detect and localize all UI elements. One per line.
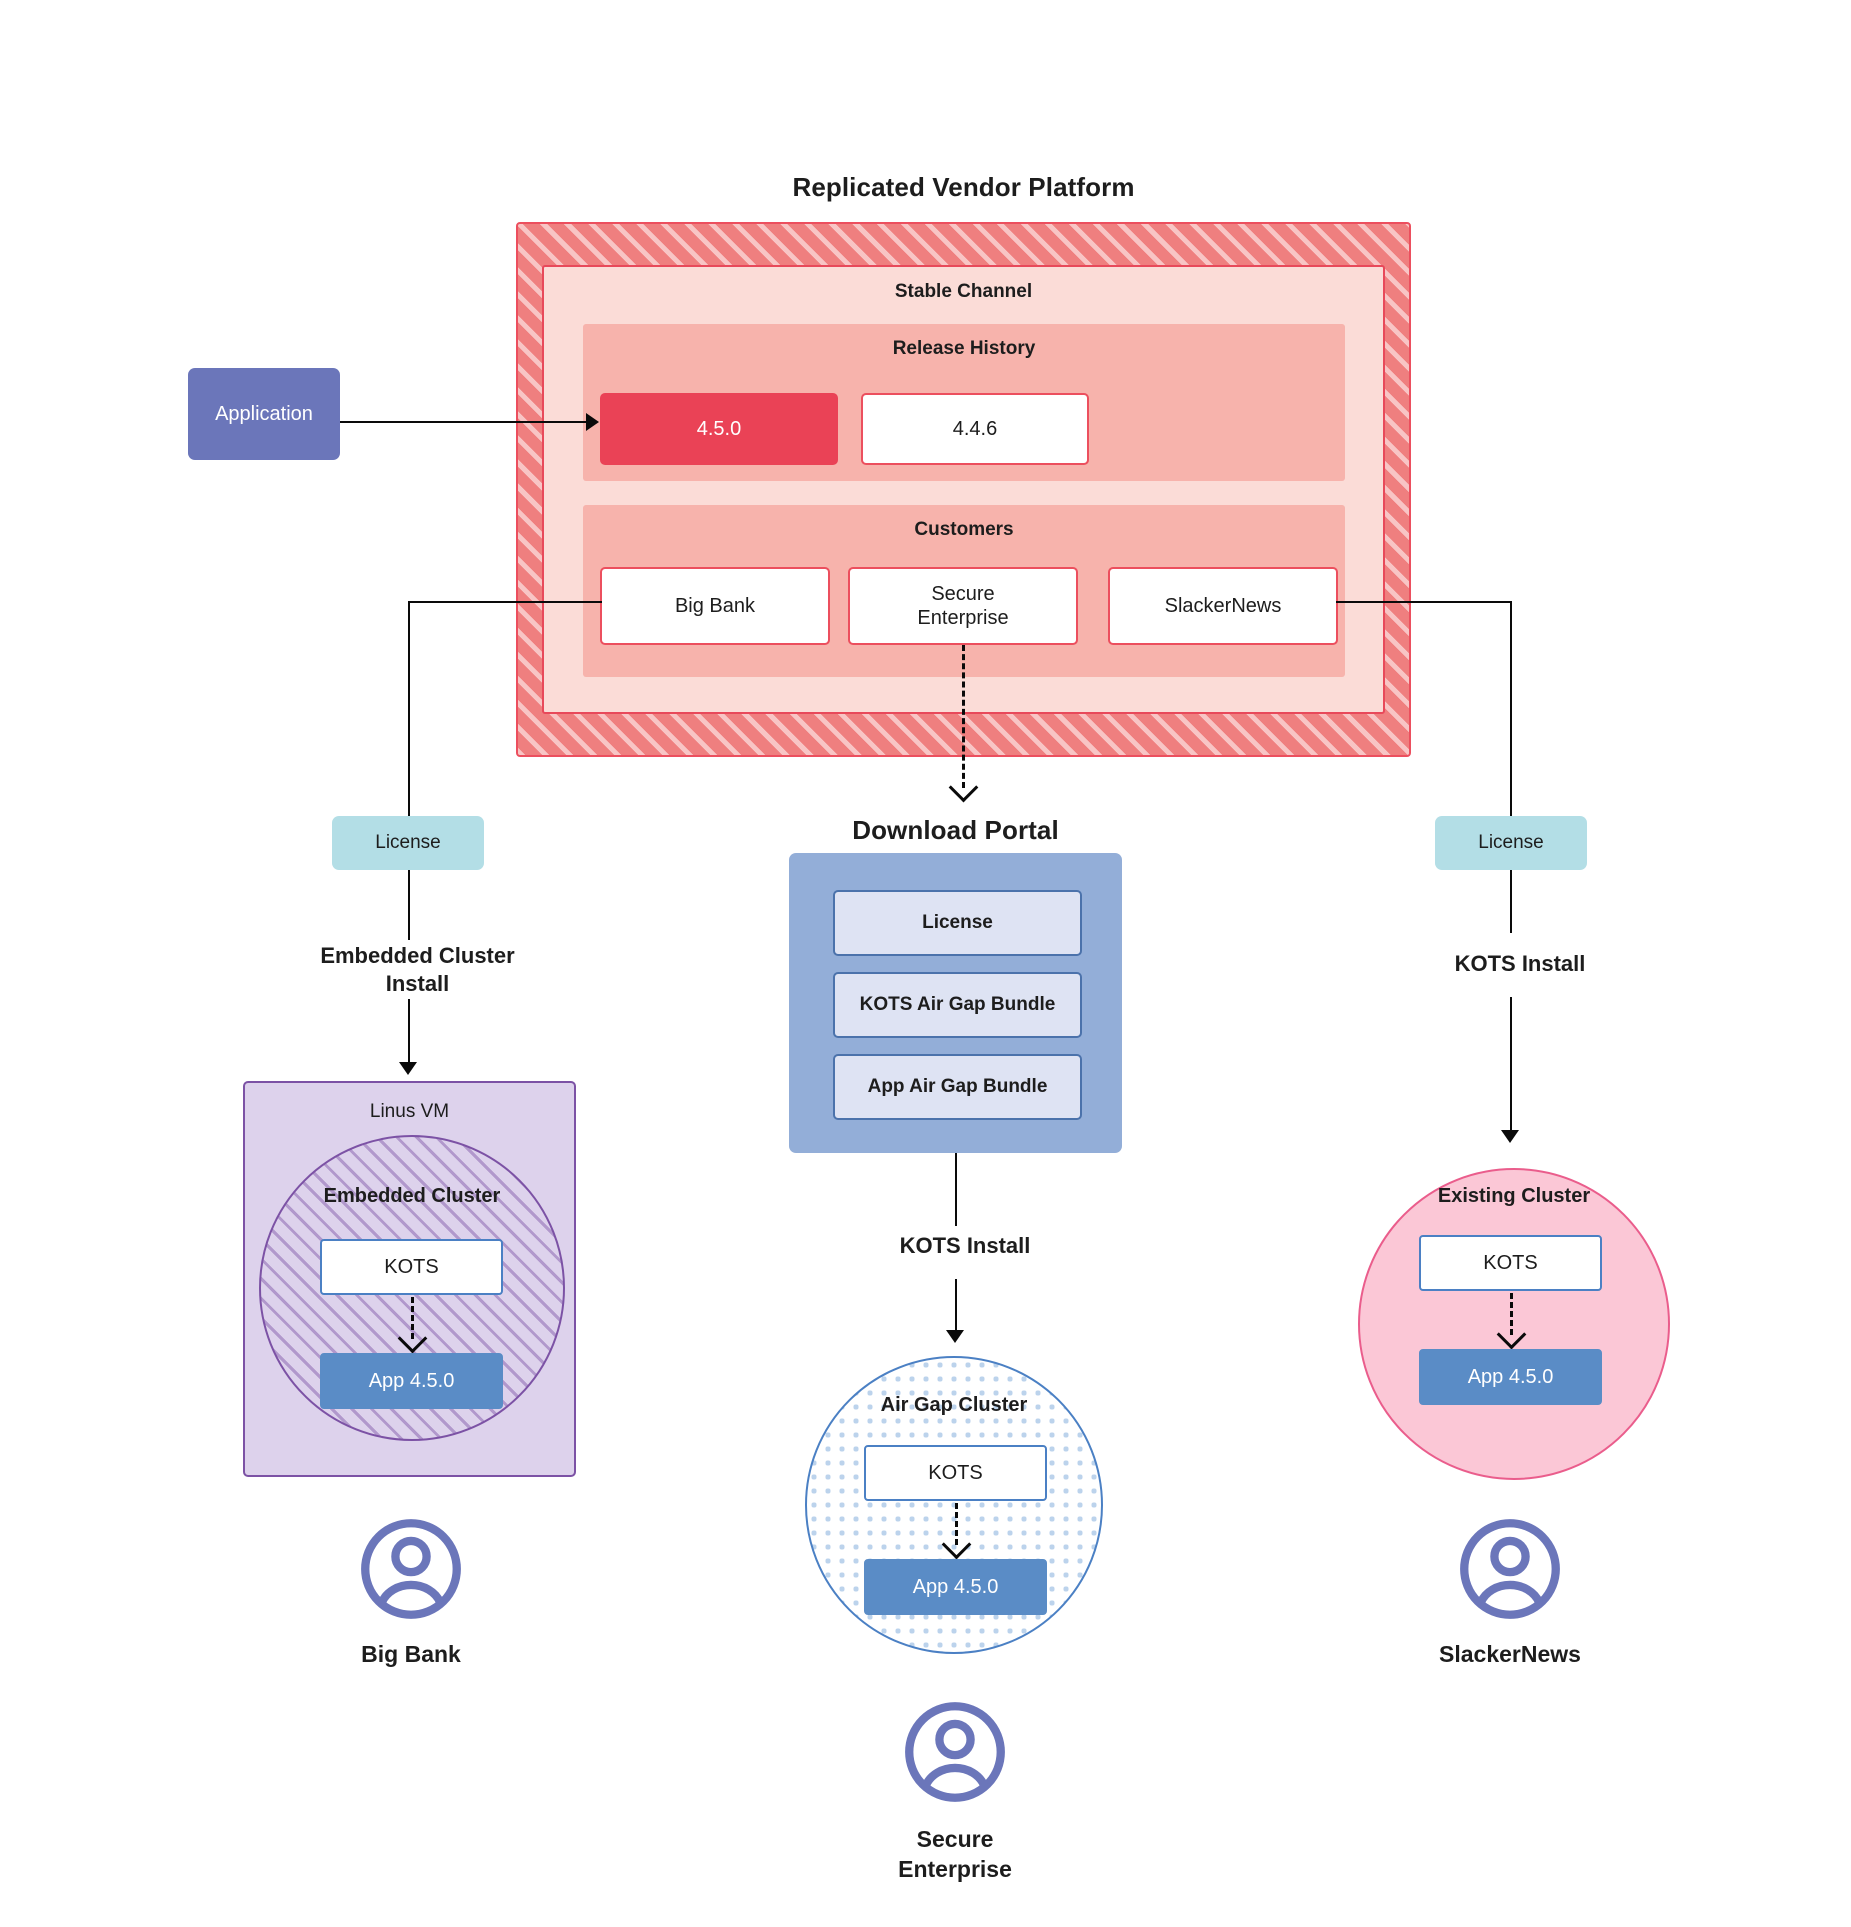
connector-bigbank-horizontal bbox=[408, 601, 602, 603]
kots-box-existing[interactable]: KOTS bbox=[1419, 1235, 1602, 1291]
connector-application-to-release bbox=[340, 421, 588, 423]
user-avatar-icon bbox=[1460, 1519, 1560, 1619]
download-item-license[interactable]: License bbox=[833, 890, 1082, 956]
kots-box-embedded[interactable]: KOTS bbox=[320, 1239, 503, 1295]
arrowhead-to-download-portal bbox=[948, 772, 979, 803]
platform-title: Replicated Vendor Platform bbox=[792, 172, 1135, 202]
connector-kots-to-app-airgap bbox=[955, 1503, 958, 1545]
kots-install-label-right: KOTS Install bbox=[1410, 948, 1630, 980]
customer-name-slackernews: SlackerNews bbox=[1439, 1641, 1581, 1667]
connector-slackernews-vertical-bottom bbox=[1510, 997, 1512, 1134]
license-chip-left[interactable]: License bbox=[332, 816, 484, 870]
embedded-cluster-label: Embedded Cluster bbox=[323, 1185, 501, 1207]
download-portal-title: Download Portal bbox=[852, 815, 1059, 845]
customer-box-slackernews[interactable]: SlackerNews bbox=[1108, 567, 1338, 645]
connector-bigbank-vertical-top bbox=[408, 601, 410, 816]
connector-secure-enterprise-to-portal bbox=[962, 645, 965, 788]
customers-label: Customers bbox=[914, 519, 1014, 540]
license-chip-right[interactable]: License bbox=[1435, 816, 1587, 870]
stable-channel-label: Stable Channel bbox=[894, 281, 1033, 302]
air-gap-cluster-label: Air Gap Cluster bbox=[880, 1394, 1028, 1416]
connector-slackernews-horizontal bbox=[1336, 601, 1512, 603]
application-box[interactable]: Application bbox=[188, 368, 340, 460]
release-box-previous[interactable]: 4.4.6 bbox=[861, 393, 1089, 465]
existing-cluster-circle bbox=[1358, 1168, 1670, 1480]
connector-portal-to-airgap-top bbox=[955, 1153, 957, 1226]
customer-box-label: Big Bank bbox=[674, 594, 756, 617]
kots-box-airgap[interactable]: KOTS bbox=[864, 1445, 1047, 1501]
app-box-embedded[interactable]: App 4.5.0 bbox=[320, 1353, 503, 1409]
customer-box-label: SlackerNews bbox=[1164, 594, 1282, 617]
download-item-kots-airgap-bundle[interactable]: KOTS Air Gap Bundle bbox=[833, 972, 1082, 1038]
arrowhead-application-to-release bbox=[586, 413, 599, 431]
customer-name-secure-enterprise: Secure Enterprise bbox=[898, 1826, 1012, 1882]
license-chip-label: License bbox=[1478, 832, 1544, 853]
release-box-current[interactable]: 4.5.0 bbox=[600, 393, 838, 465]
connector-portal-to-airgap-bottom bbox=[955, 1279, 957, 1336]
app-box-existing[interactable]: App 4.5.0 bbox=[1419, 1349, 1602, 1405]
license-chip-label: License bbox=[375, 832, 441, 853]
connector-kots-to-app-embedded bbox=[411, 1297, 414, 1339]
customer-box-secure-enterprise[interactable]: Secure Enterprise bbox=[848, 567, 1078, 645]
arrowhead-existing-cluster-install bbox=[1501, 1130, 1519, 1143]
existing-cluster-label: Existing Cluster bbox=[1437, 1185, 1591, 1207]
connector-kots-to-app-existing bbox=[1510, 1293, 1513, 1335]
kots-install-label-middle: KOTS Install bbox=[855, 1230, 1075, 1262]
download-portal-container: License KOTS Air Gap Bundle App Air Gap … bbox=[789, 853, 1122, 1153]
application-label: Application bbox=[215, 402, 313, 425]
release-history-label: Release History bbox=[892, 338, 1036, 359]
user-avatar-icon bbox=[905, 1702, 1005, 1802]
customer-box-big-bank[interactable]: Big Bank bbox=[600, 567, 830, 645]
embedded-cluster-install-label: Embedded Cluster Install bbox=[290, 940, 545, 999]
customer-box-label: Secure Enterprise bbox=[917, 582, 1009, 629]
user-avatar-icon bbox=[361, 1519, 461, 1619]
customer-name-big-bank: Big Bank bbox=[361, 1641, 461, 1667]
connector-slackernews-vertical-top bbox=[1510, 601, 1512, 816]
download-item-app-airgap-bundle[interactable]: App Air Gap Bundle bbox=[833, 1054, 1082, 1120]
app-box-airgap[interactable]: App 4.5.0 bbox=[864, 1559, 1047, 1615]
connector-slackernews-vertical-mid bbox=[1510, 870, 1512, 933]
arrowhead-airgap-install bbox=[946, 1330, 964, 1343]
linux-vm-label: Linus VM bbox=[369, 1101, 450, 1122]
arrowhead-embedded-install bbox=[399, 1062, 417, 1075]
